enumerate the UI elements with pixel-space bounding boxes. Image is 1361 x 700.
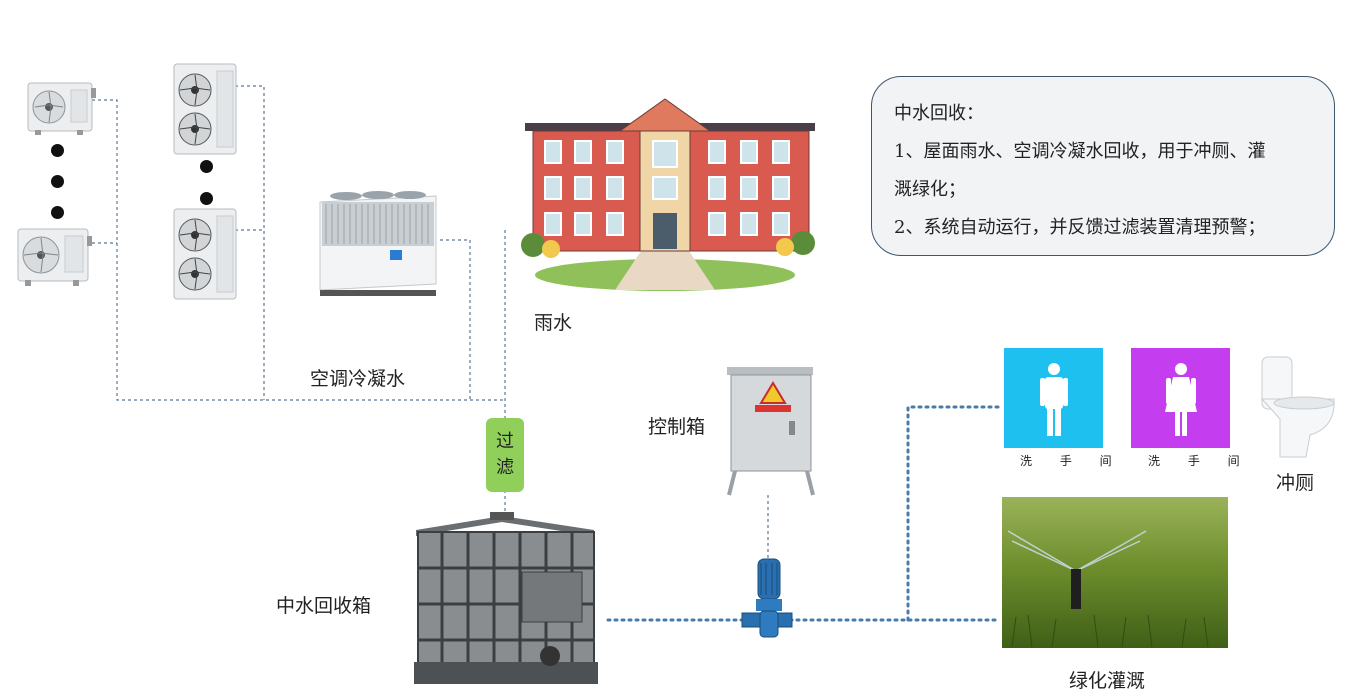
info-box: 中水回收： 1、屋面雨水、空调冷凝水回收，用于冲厕、灌 溉绿化； 2、系统自动运… — [871, 76, 1335, 256]
ellipsis-dot — [200, 160, 213, 173]
toilet-icon — [1260, 356, 1335, 458]
tank-label: 中水回收箱 — [276, 595, 372, 617]
control-box-label: 控制箱 — [648, 416, 706, 438]
flush-label: 冲厕 — [1276, 472, 1315, 494]
irrigation-label: 绿化灌溉 — [1069, 670, 1146, 692]
ac-condensate-label: 空调冷凝水 — [310, 368, 406, 390]
ellipsis-dot — [51, 175, 64, 188]
chiller-unit-icon — [319, 191, 437, 296]
ellipsis-dot — [51, 144, 64, 157]
ac-unit-icon — [17, 228, 92, 286]
ellipsis-dot — [51, 206, 64, 219]
control-box-icon — [727, 367, 815, 496]
woman-icon — [1165, 363, 1197, 436]
mens-washroom-label: 洗 手 间 — [1020, 454, 1124, 468]
info-line-1b: 溉绿化； — [894, 179, 966, 200]
ac-unit-icon — [27, 82, 96, 135]
ac-unit-tall-icon — [173, 63, 237, 155]
mens-washroom-sign — [1004, 348, 1103, 448]
rain-label: 雨水 — [534, 312, 573, 334]
ellipsis-dot — [200, 192, 213, 205]
info-line-2: 2、系统自动运行，并反馈过滤装置清理预警； — [894, 217, 1266, 238]
pump-icon — [741, 558, 793, 638]
filter-label-2: 滤 — [496, 457, 514, 478]
irrigation-photo — [1002, 497, 1228, 648]
womens-washroom-sign — [1131, 348, 1230, 448]
water-tank-icon — [414, 512, 598, 684]
filter-label-1: 过 — [496, 431, 514, 452]
man-icon — [1040, 363, 1068, 436]
womens-washroom-label: 洗 手 间 — [1148, 454, 1252, 468]
building-icon — [521, 98, 815, 291]
ac-unit-tall-icon — [173, 208, 237, 300]
info-line-1a: 1、屋面雨水、空调冷凝水回收，用于冲厕、灌 — [894, 141, 1266, 162]
filter-box: 过 滤 — [486, 418, 524, 492]
info-title: 中水回收： — [894, 103, 984, 124]
